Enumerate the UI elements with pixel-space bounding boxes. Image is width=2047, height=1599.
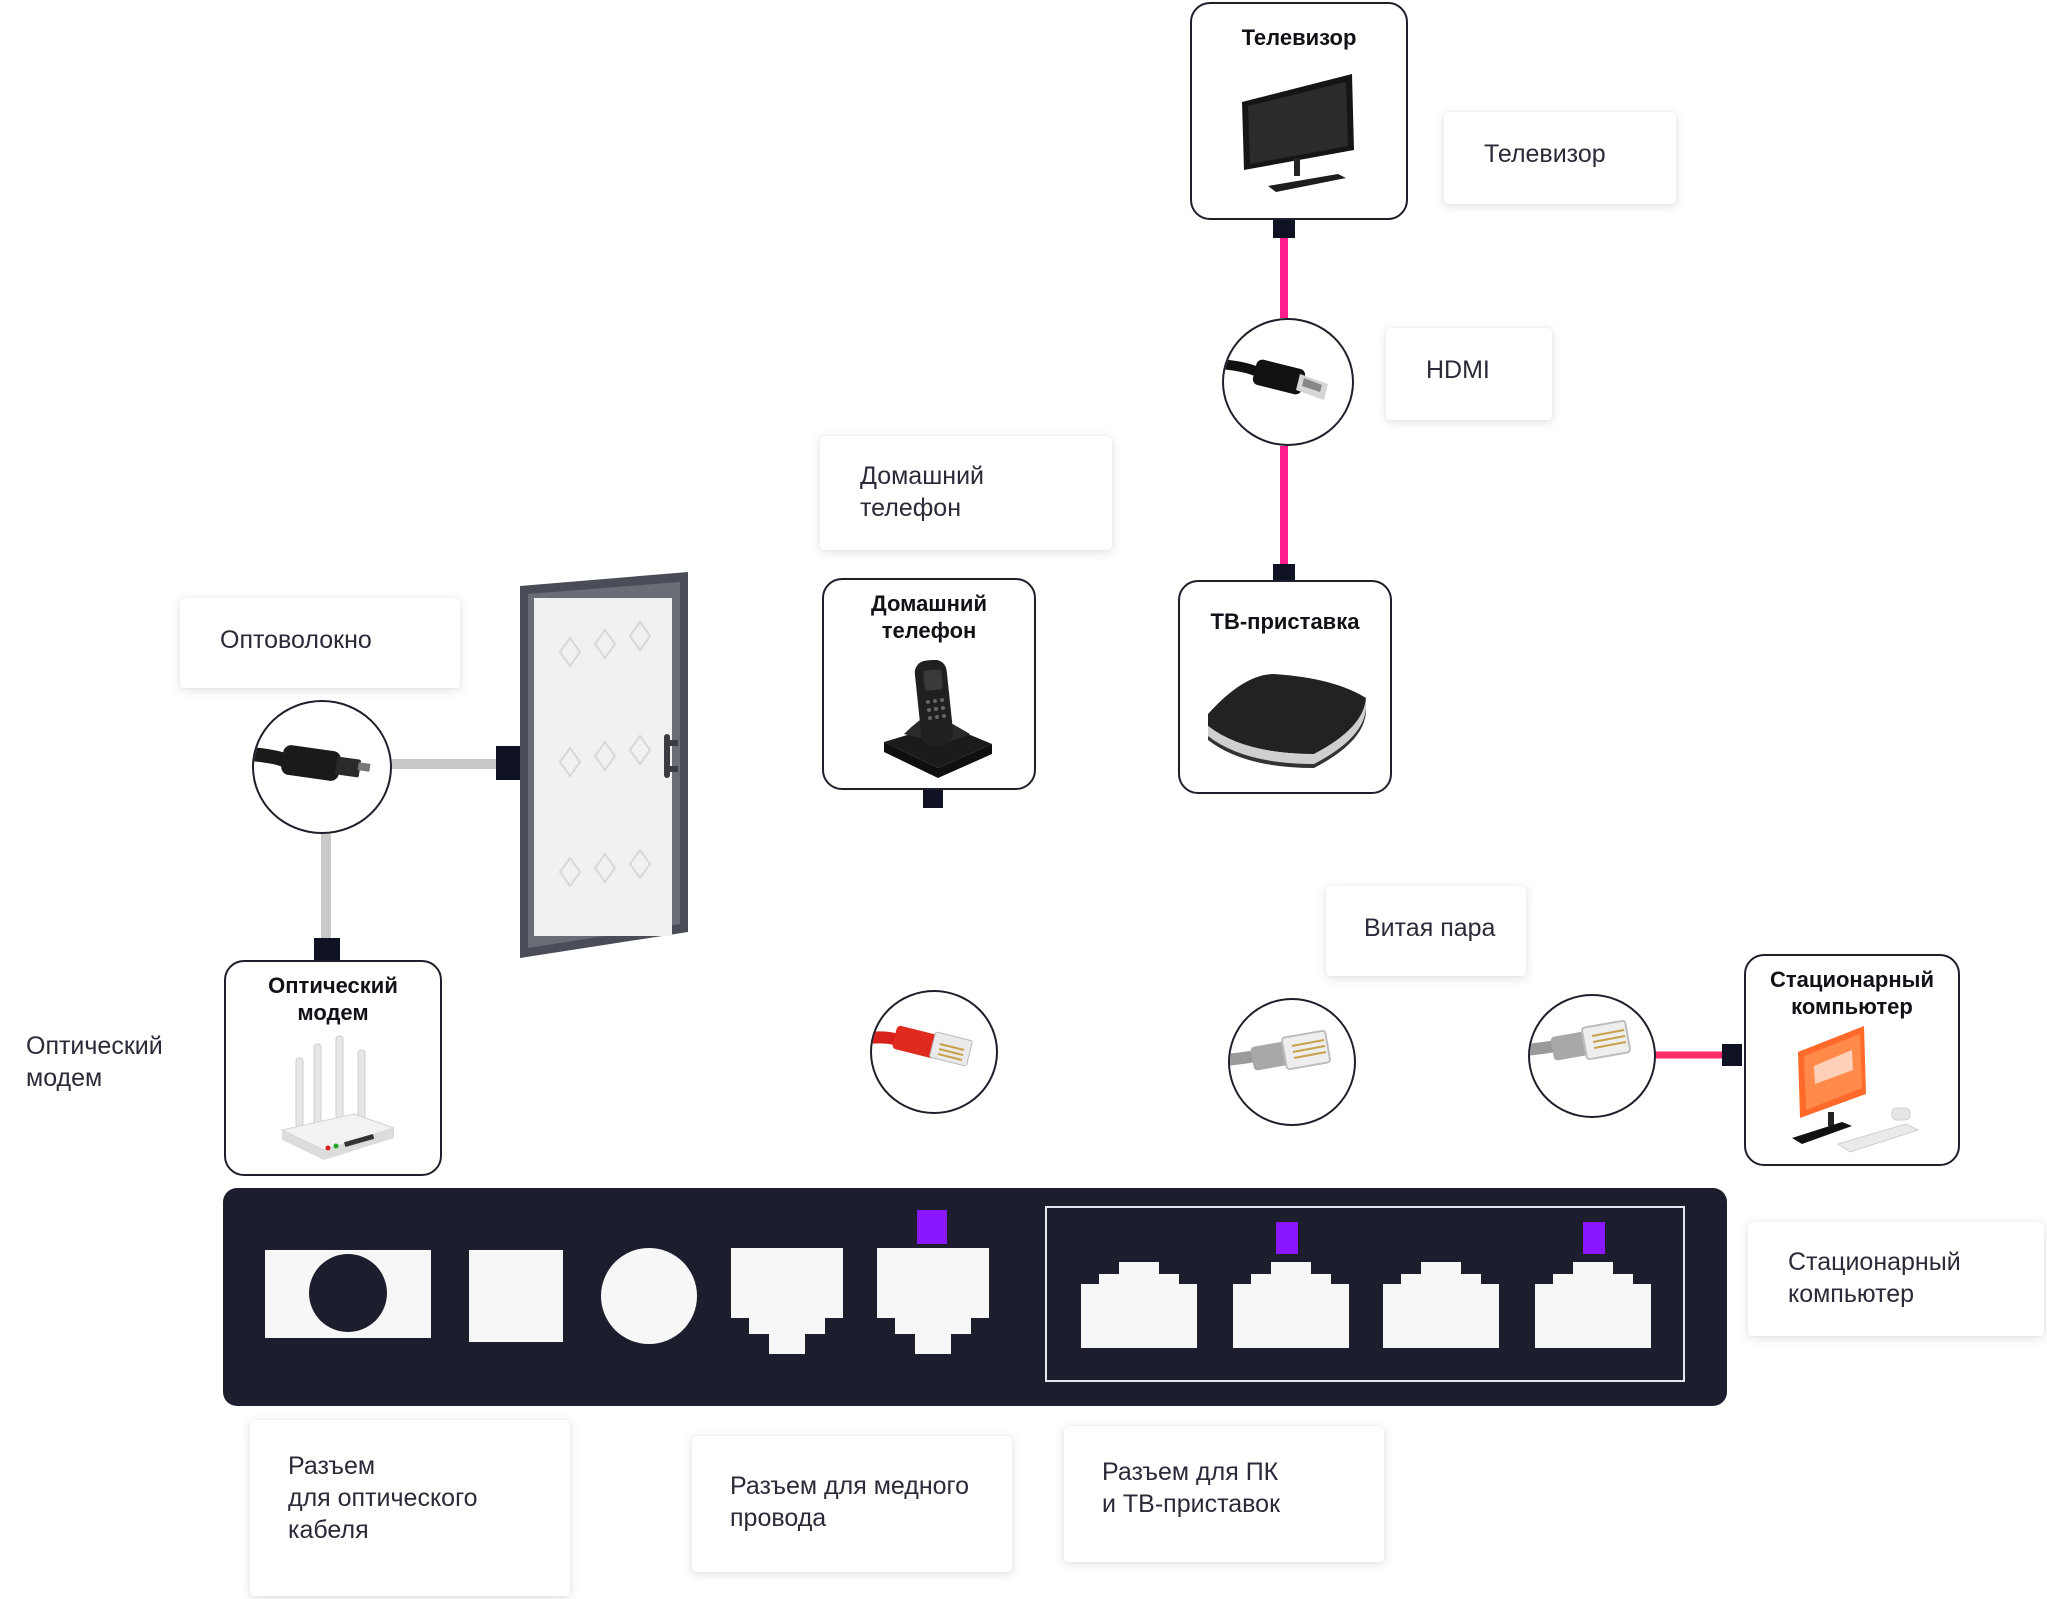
optical-cable-port[interactable]	[265, 1250, 431, 1338]
connector-tvbox-top	[1273, 564, 1295, 582]
twisted-pair-circle	[1228, 998, 1356, 1126]
hdmi-callout: HDMI	[1386, 328, 1552, 420]
desktop-card-title: Стационарный компьютер	[1770, 967, 1934, 1019]
lan-port-1[interactable]	[1081, 1262, 1197, 1348]
tv-box-card: ТВ-приставка	[1178, 580, 1392, 794]
lan-port-2[interactable]	[1233, 1262, 1349, 1348]
twisted-pair-callout: Витая пара	[1326, 886, 1526, 976]
optical-cable-icon	[254, 745, 371, 781]
home-phone-card-title: Домашний телефон	[871, 591, 987, 643]
connector-desktop	[1722, 1044, 1742, 1066]
pc-tv-port-callout-text: Разъем для ПК и ТВ-приставок	[1102, 1458, 1281, 1518]
ethernet-cable-icon	[1230, 1029, 1331, 1071]
optical-modem-card: Оптический модем	[224, 960, 442, 1176]
round-port[interactable]	[601, 1248, 697, 1344]
lan-port-3[interactable]	[1383, 1262, 1499, 1348]
copper-port-phone[interactable]	[877, 1248, 989, 1354]
tv-box-card-title: ТВ-приставка	[1210, 609, 1360, 634]
tv-box-icon	[1208, 674, 1366, 768]
hdmi-cable-icon	[1224, 359, 1328, 400]
connector-modem	[314, 938, 340, 960]
desktop-cable-circle	[1528, 994, 1656, 1118]
optical-modem-card-title: Оптический модем	[268, 973, 398, 1025]
fiber-cable-circle	[252, 700, 392, 834]
optical-modem-side-label: Оптический модем	[26, 1032, 163, 1092]
optical-port-callout-text: Разъем для оптического кабеля	[288, 1452, 478, 1544]
square-port[interactable]	[469, 1250, 563, 1342]
tv-icon	[1242, 74, 1354, 192]
twisted-pair-callout-text: Витая пара	[1364, 914, 1496, 942]
optical-port-socket	[309, 1254, 387, 1332]
tv-callout-text: Телевизор	[1484, 140, 1606, 168]
desktop-card: Стационарный компьютер	[1744, 954, 1960, 1166]
copper-port-callout: Разъем для медного провода	[692, 1436, 1012, 1572]
connection-panel	[223, 1188, 1727, 1406]
hdmi-callout-text: HDMI	[1426, 356, 1490, 384]
desktop-computer-icon	[1792, 1026, 1920, 1153]
desktop-callout: Стационарный компьютер	[1748, 1222, 2044, 1336]
tv-callout: Телевизор	[1444, 112, 1676, 204]
desktop-callout-text: Стационарный компьютер	[1788, 1248, 1961, 1308]
red-cable-icon	[872, 1025, 973, 1067]
optical-port-callout: Разъем для оптического кабеля	[250, 1420, 570, 1596]
phone-icon	[884, 660, 992, 778]
lan-port-4[interactable]	[1535, 1262, 1651, 1348]
connector-door	[496, 746, 522, 780]
rj11-circle	[870, 990, 998, 1114]
door-icon	[520, 572, 688, 958]
hdmi-circle	[1222, 318, 1354, 446]
home-phone-card: Домашний телефон	[822, 578, 1036, 790]
home-phone-callout-text: Домашний телефон	[860, 462, 984, 522]
fiber-callout: Оптоволокно	[180, 598, 460, 688]
router-icon	[280, 1035, 396, 1160]
fiber-callout-text: Оптоволокно	[220, 626, 372, 654]
copper-port-1[interactable]	[731, 1248, 843, 1354]
tv-card: Телевизор	[1190, 2, 1408, 220]
connector-tv	[1273, 218, 1295, 238]
home-phone-callout: Домашний телефон	[820, 436, 1112, 550]
pc-tv-port-callout: Разъем для ПК и ТВ-приставок	[1064, 1426, 1384, 1562]
ethernet-cable-icon	[1530, 1019, 1631, 1061]
copper-port-callout-text: Разъем для медного провода	[730, 1472, 970, 1532]
connector-phone	[923, 790, 943, 808]
lan-port-group	[1045, 1206, 1685, 1382]
tv-card-title: Телевизор	[1241, 25, 1357, 50]
